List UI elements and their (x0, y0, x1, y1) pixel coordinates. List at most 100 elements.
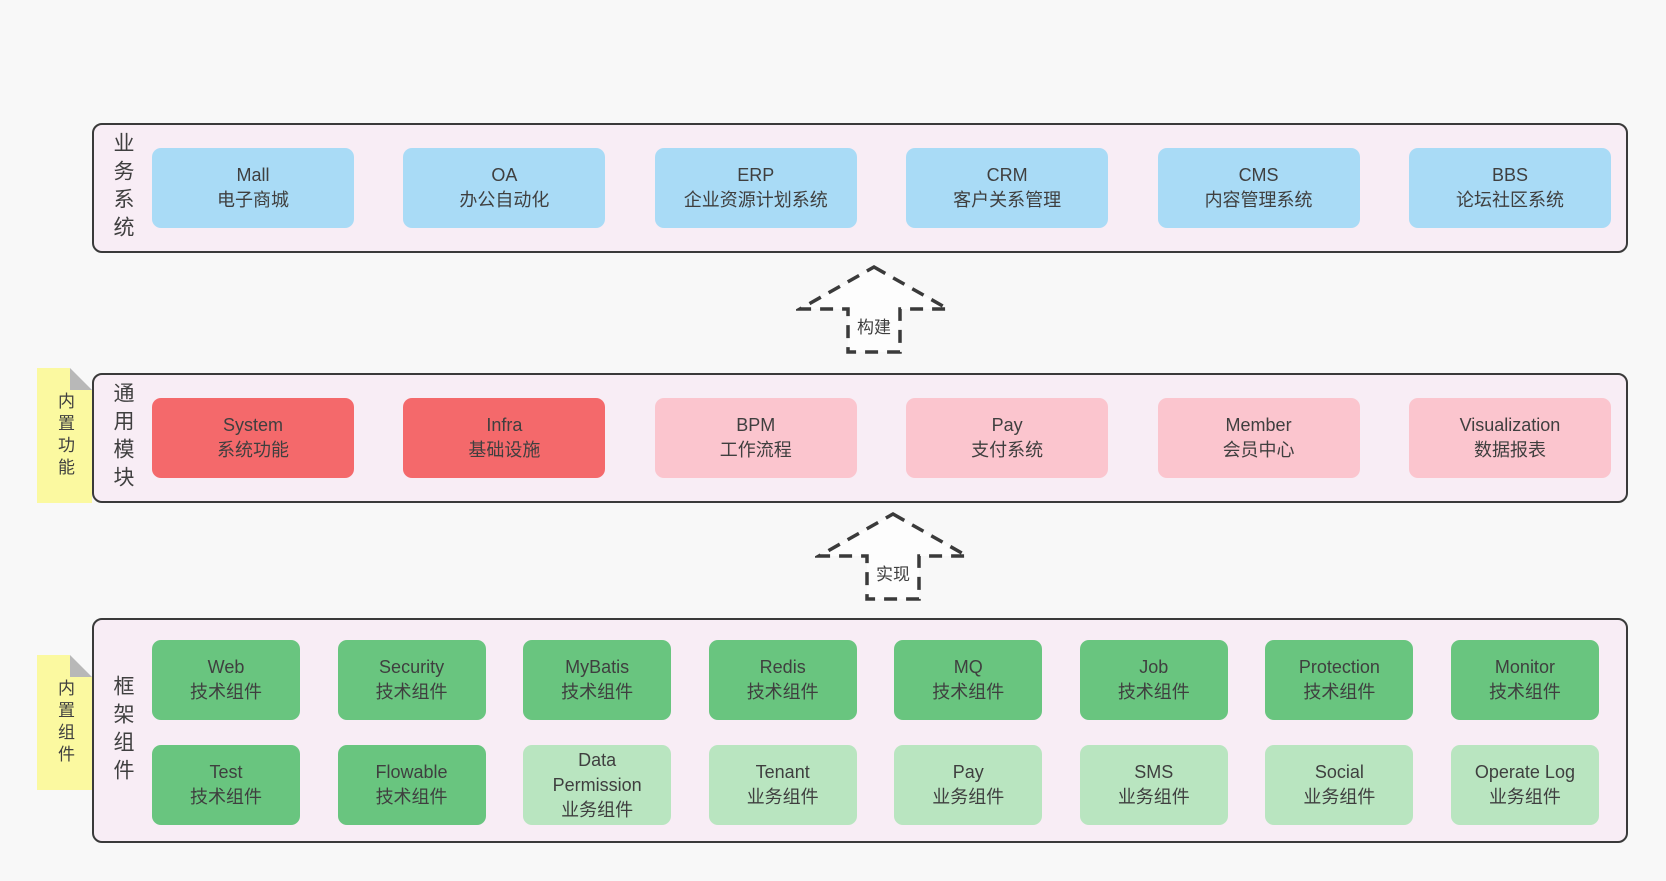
band-common-modules: 通用模块 System 系统功能 Infra 基础设施 BPM 工作流程 Pay… (92, 373, 1628, 503)
box-subtitle: 论坛社区系统 (1455, 190, 1564, 210)
framework-components-row-1: Web 技术组件 Security 技术组件 MyBatis 技术组件 Redi… (152, 640, 1599, 720)
box-title: Infra (486, 415, 523, 435)
box-title: Visualization (1459, 415, 1561, 435)
box-title: MyBatis (565, 657, 630, 677)
band-label: 通用模块 (111, 382, 134, 494)
box-flowable: Flowable 技术组件 (337, 745, 486, 825)
box-oa: OA 办公自动化 (403, 148, 606, 228)
box-subtitle: 内容管理系统 (1204, 190, 1313, 210)
box-subtitle: 业务组件 (561, 799, 634, 820)
box-title: OA (491, 165, 518, 185)
sticky-note-label: 内置功能 (55, 391, 74, 480)
box-title: Job (1139, 657, 1169, 677)
box-member: Member 会员中心 (1157, 398, 1360, 478)
box-title: CRM (986, 165, 1028, 185)
box-title: Operate Log (1474, 762, 1575, 782)
box-subtitle: 支付系统 (971, 440, 1044, 460)
box-pay: Pay 支付系统 (906, 398, 1109, 478)
box-bbs: BBS 论坛社区系统 (1408, 148, 1611, 228)
box-title: CMS (1238, 165, 1279, 185)
box-subtitle: 技术组件 (190, 787, 262, 807)
box-security: Security 技术组件 (337, 640, 486, 720)
box-subtitle: 系统功能 (217, 440, 289, 460)
box-subtitle: 技术组件 (932, 682, 1005, 702)
box-web: Web 技术组件 (152, 640, 300, 720)
box-title: MQ (953, 657, 983, 677)
box-title: Pay (991, 415, 1023, 435)
box-bpm: BPM 工作流程 (654, 398, 857, 478)
box-title: Pay (952, 762, 984, 782)
box-mq: MQ 技术组件 (894, 640, 1043, 720)
box-subtitle: 企业资源计划系统 (683, 190, 828, 210)
box-subtitle: 技术组件 (375, 787, 448, 807)
arrow-label: 实现 (874, 560, 912, 585)
box-pay-business: Pay 业务组件 (894, 745, 1043, 825)
box-subtitle: 技术组件 (190, 682, 262, 702)
box-title: Tenant (755, 762, 810, 782)
box-subtitle: 技术组件 (561, 682, 634, 702)
band-label: 业务系统 (111, 132, 134, 244)
box-mybatis: MyBatis 技术组件 (523, 640, 672, 720)
box-subtitle: 业务组件 (746, 787, 819, 807)
box-subtitle: 技术组件 (1117, 682, 1190, 702)
box-subtitle: 工作流程 (719, 440, 792, 460)
band-framework-components: 框架组件 Web 技术组件 Security 技术组件 MyBatis 技术组件… (92, 618, 1628, 843)
box-infra: Infra 基础设施 (403, 398, 606, 478)
business-systems-row: Mall 电子商城 OA 办公自动化 ERP 企业资源计划系统 CRM 客户关系… (152, 148, 1611, 228)
box-subtitle: 技术组件 (1488, 682, 1561, 702)
box-data-permission: Data Permission 业务组件 (523, 745, 672, 825)
box-title: Social (1314, 762, 1364, 782)
box-title: BBS (1491, 165, 1528, 185)
sticky-note-label: 内置组件 (55, 678, 74, 767)
box-crm: CRM 客户关系管理 (906, 148, 1109, 228)
box-title: Protection (1298, 657, 1380, 677)
box-title: Security (379, 657, 445, 677)
box-title: Web (207, 657, 245, 677)
sticky-note-built-in-components: 内置组件 (37, 655, 92, 790)
box-subtitle: 客户关系管理 (953, 190, 1062, 210)
box-subtitle: 基础设施 (468, 440, 541, 460)
box-monitor: Monitor 技术组件 (1450, 640, 1599, 720)
box-title: SMS (1134, 762, 1174, 782)
box-title: Data Permission (552, 749, 642, 795)
band-label: 框架组件 (111, 674, 134, 787)
box-operate-log: Operate Log 业务组件 (1450, 745, 1599, 825)
folded-corner-icon (70, 368, 92, 390)
box-protection: Protection 技术组件 (1265, 640, 1414, 720)
box-subtitle: 技术组件 (746, 682, 819, 702)
box-cms: CMS 内容管理系统 (1157, 148, 1360, 228)
box-social: Social 业务组件 (1265, 745, 1414, 825)
box-subtitle: 数据报表 (1473, 440, 1546, 460)
box-title: Monitor (1494, 657, 1555, 677)
box-job: Job 技术组件 (1079, 640, 1228, 720)
box-subtitle: 电子商城 (217, 190, 289, 210)
box-subtitle: 业务组件 (1488, 787, 1561, 807)
box-subtitle: 业务组件 (932, 787, 1005, 807)
sticky-note-built-in-features: 内置功能 (37, 368, 92, 503)
box-subtitle: 技术组件 (375, 682, 448, 702)
box-title: Flowable (375, 762, 448, 782)
box-system: System 系统功能 (152, 398, 354, 478)
box-erp: ERP 企业资源计划系统 (654, 148, 857, 228)
box-title: ERP (737, 165, 775, 185)
box-subtitle: 业务组件 (1303, 787, 1376, 807)
dashed-up-arrow-icon (815, 511, 971, 601)
box-title: Redis (759, 657, 806, 677)
box-test: Test 技术组件 (152, 745, 300, 825)
box-sms: SMS 业务组件 (1079, 745, 1228, 825)
box-mall: Mall 电子商城 (152, 148, 354, 228)
box-subtitle: 办公自动化 (459, 190, 550, 210)
box-tenant: Tenant 业务组件 (708, 745, 857, 825)
box-subtitle: 业务组件 (1117, 787, 1190, 807)
build-arrow: 构建 (796, 263, 952, 356)
box-visualization: Visualization 数据报表 (1408, 398, 1611, 478)
box-title: Test (209, 762, 243, 782)
box-subtitle: 技术组件 (1303, 682, 1376, 702)
band-business-systems: 业务系统 Mall 电子商城 OA 办公自动化 ERP 企业资源计划系统 CRM… (92, 123, 1628, 253)
dashed-up-arrow-icon (796, 264, 952, 354)
box-redis: Redis 技术组件 (708, 640, 857, 720)
box-title: Member (1225, 415, 1292, 435)
box-title: Mall (236, 165, 270, 185)
common-modules-row: System 系统功能 Infra 基础设施 BPM 工作流程 Pay 支付系统… (152, 398, 1611, 478)
